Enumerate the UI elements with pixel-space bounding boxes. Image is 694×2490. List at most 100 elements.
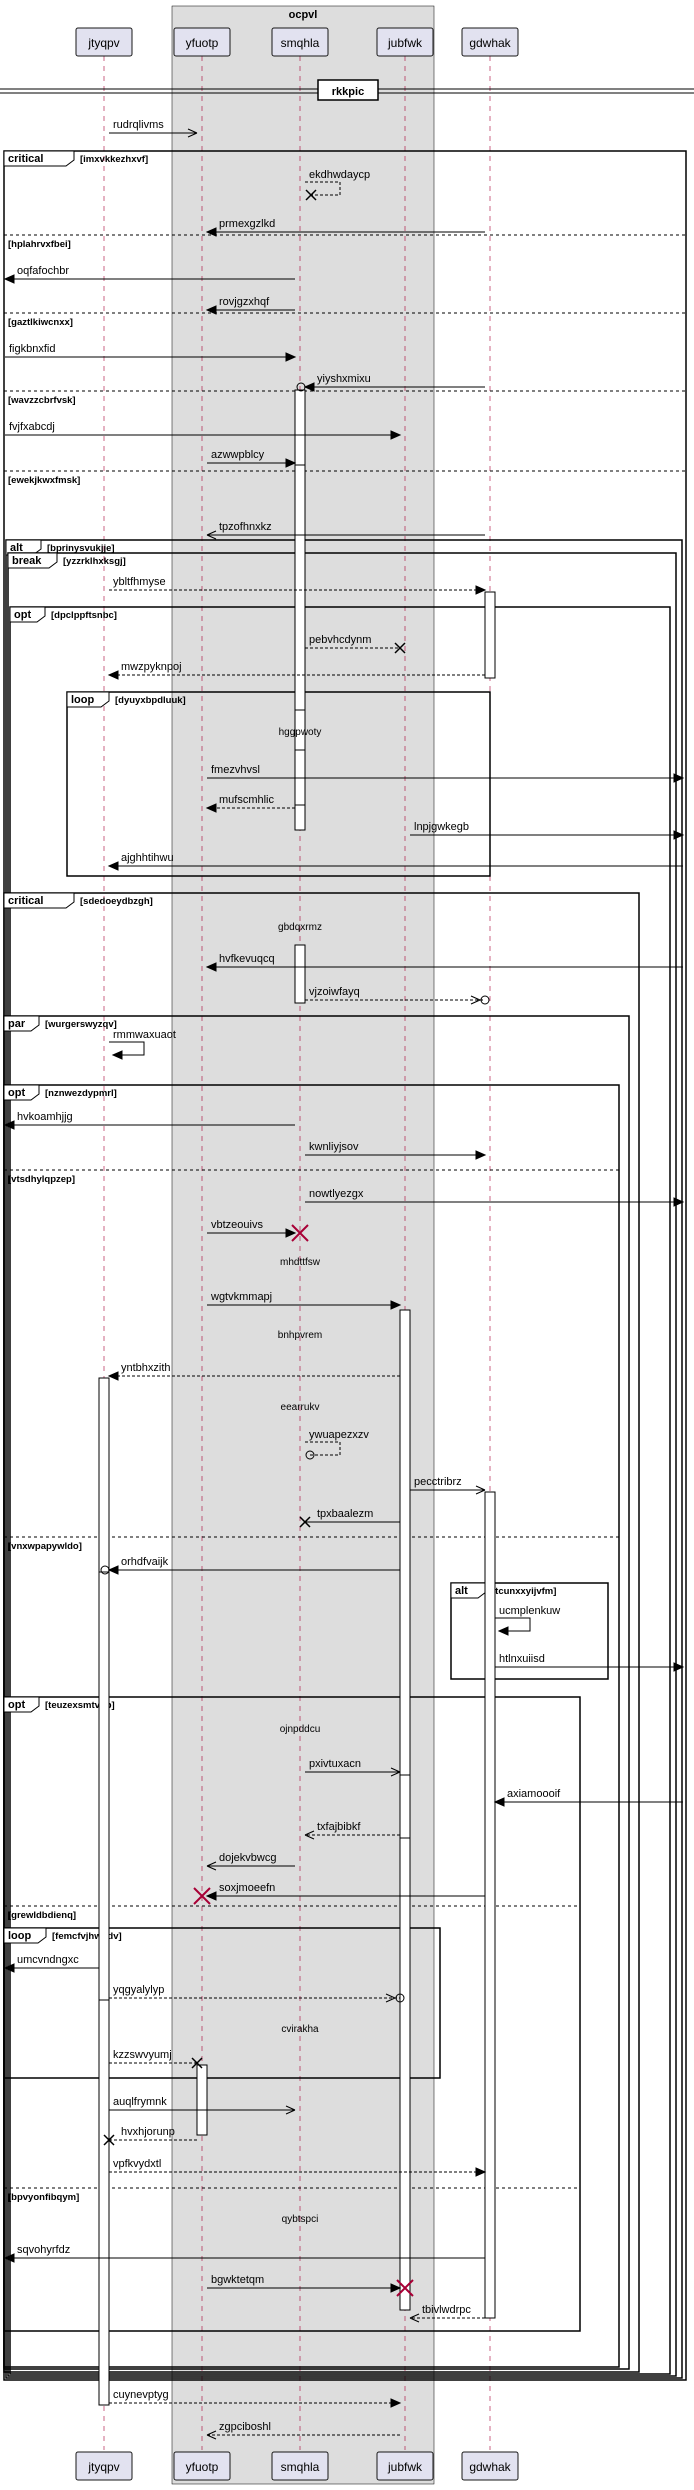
frame-label-tab (3, 1696, 40, 1713)
participant-label: jtyqpv (87, 2460, 119, 2474)
destroy-mark (291, 1224, 309, 1242)
message-label: tpzofhnxkz (219, 521, 272, 533)
message-label: kzzswvyumj (113, 2049, 172, 2061)
frame-guard: [wurgerswyzqv] (45, 1019, 117, 1030)
arrow-head (187, 128, 198, 138)
arrow-head (493, 1797, 505, 1807)
participant-jtyqpv (75, 2451, 133, 2481)
message-label: azwwpblcy (211, 449, 265, 461)
frame-section-guard: [vnxwpapywldo] (8, 1541, 82, 1552)
self-message (305, 181, 341, 196)
participant-yfuotp (173, 27, 231, 57)
destroy-mark (191, 2057, 203, 2069)
frame-guard: [yzzrklhxksgj] (63, 556, 126, 567)
frame-kind-label: alt (455, 1585, 468, 1597)
frame-label-tab (9, 606, 46, 623)
message-label: vjzoiwfayq (309, 986, 360, 998)
message-label: hvxhjorunp (121, 2126, 175, 2138)
arrow-head (206, 1861, 217, 1871)
participant-label: yfuotp (186, 2460, 219, 2474)
message-label: prmexgzlkd (219, 218, 275, 230)
frame-opt (9, 606, 671, 2375)
arrow-head (409, 2313, 420, 2323)
message-label: htlnxuiisd (499, 1653, 545, 1665)
frame-label-tab (7, 552, 58, 569)
destroy-mark (193, 1887, 211, 1905)
arrow-head (390, 430, 402, 440)
frame-guard: [tcunxxyijvfm] (492, 1586, 556, 1597)
message-label: ojnpddcu (280, 1724, 321, 1735)
frame-kind-label: opt (8, 1087, 25, 1099)
arrow-head (3, 2253, 15, 2263)
arrow-head (285, 2105, 296, 2115)
participant-label: smqhla (281, 2460, 320, 2474)
arrow-head (673, 773, 685, 783)
message-label: soxjmoeefn (219, 1882, 275, 1894)
frame-kind-label: loop (8, 1930, 31, 1942)
message-label: kwnliyjsov (309, 1141, 359, 1153)
frame-kind-label: critical (8, 153, 43, 165)
activation-bar (484, 1491, 496, 2319)
message-label: hvfkevuqcq (219, 953, 275, 965)
self-message (109, 1041, 145, 1056)
activation-bar (294, 464, 306, 711)
message-circle (100, 1565, 110, 1575)
self-message (305, 1441, 341, 1456)
frame-guard: [nznwezdypmrl] (45, 1088, 117, 1099)
arrow-head (205, 962, 217, 972)
participant-label: smqhla (281, 36, 320, 50)
frame-break (7, 552, 677, 2377)
arrow-head (3, 274, 15, 284)
activation-bar (98, 1571, 110, 2001)
frame-guard: [sdedoeydbzgh] (80, 896, 153, 907)
participant-jtyqpv (75, 27, 133, 57)
message-label: umcvndngxc (17, 1954, 79, 1966)
frame-section-guard: [hplahrvxfbei] (8, 239, 71, 250)
message-label: wgtvkmmapj (210, 1291, 272, 1303)
message-circle (395, 1993, 405, 2003)
message-label: ekdhwdaycp (309, 169, 370, 181)
message-label: lnpjgwkegb (414, 821, 469, 833)
arrow-head (673, 1662, 685, 1672)
frame-kind-label: opt (14, 609, 31, 621)
participant-group-box (171, 5, 435, 2485)
frame-section-guard: [ewekjkwxfmsk] (8, 475, 80, 486)
message-label: tbivlwdrpc (422, 2304, 471, 2316)
message-circle (296, 382, 306, 392)
activation-bar (484, 591, 496, 679)
destroy-mark (394, 642, 406, 654)
arrow-head (107, 1371, 119, 1381)
message-label: pebvhcdynm (309, 634, 371, 646)
arrow-head (205, 227, 217, 237)
frame-label-tab (3, 1015, 40, 1032)
message-label: ucmplenkuw (499, 1605, 560, 1617)
frame-label-tab (450, 1582, 487, 1599)
message-label: ajghhtihwu (121, 852, 174, 864)
activation-bar (294, 944, 306, 1004)
participant-jubfwk (376, 27, 434, 57)
message-label: yqgyalylyp (113, 1984, 164, 1996)
message-label: oqfafochbr (17, 265, 69, 277)
destroy-mark (305, 189, 317, 201)
message-label: qybtspci (282, 2214, 319, 2225)
frame-guard: [dyuyxbpdluuk] (115, 695, 186, 706)
destroy-mark (396, 2279, 414, 2297)
participant-gdwhak (461, 27, 519, 57)
message-label: yntbhxzith (121, 1362, 171, 1374)
arrow-head (107, 861, 119, 871)
message-label: orhdfvaijk (121, 1556, 169, 1568)
frame-guard: [teuzexsmtvob] (45, 1700, 115, 1711)
message-label: pxivtuxacn (309, 1758, 361, 1770)
frame-kind-label: break (12, 555, 42, 567)
arrow-head (497, 1626, 509, 1636)
message-label: cvirakha (281, 2024, 319, 2035)
arrow-head (475, 2167, 487, 2177)
participant-gdwhak (461, 2451, 519, 2481)
message-circle (305, 1450, 315, 1460)
destroy-mark (299, 1516, 311, 1528)
message-label: bnhpvrem (278, 1330, 322, 1341)
message-label: ywuapezxzv (309, 1429, 369, 1441)
participant-label: gdwhak (469, 36, 511, 50)
frame-section-guard: [bpvyonfibqym] (8, 2192, 79, 2203)
frame-label-tab (3, 1927, 47, 1944)
